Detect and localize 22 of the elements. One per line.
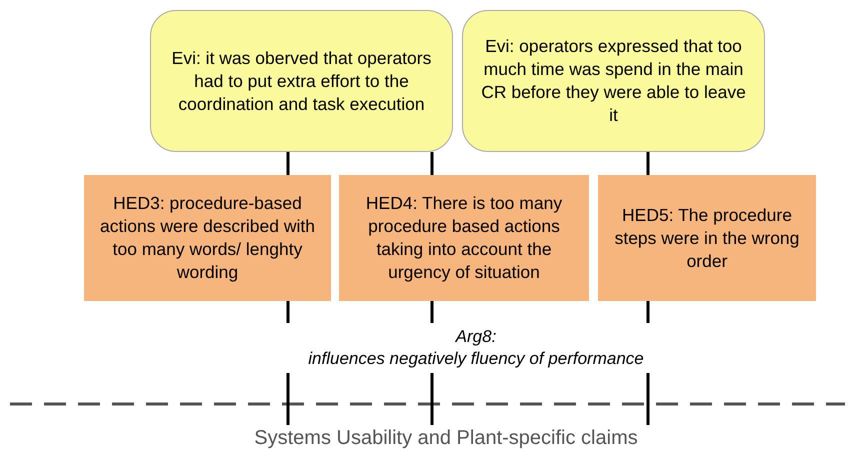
connector-line	[430, 373, 434, 425]
connector-line	[646, 301, 650, 323]
hed-box	[339, 175, 589, 301]
connector-line	[286, 152, 290, 175]
connector-line	[646, 373, 650, 425]
connector-line	[286, 373, 290, 425]
box-text: HED5: The procedure steps were in the wrong order	[614, 204, 800, 272]
argument-title: Arg8:	[456, 326, 496, 348]
evidence-box	[462, 10, 765, 152]
box-text: HED3: procedure-based actions were described with too many words/ lenghty wording	[99, 192, 316, 284]
hed-box	[598, 175, 816, 301]
connector-line	[286, 301, 290, 323]
hed-box	[84, 175, 331, 301]
box-text: Evi: it was oberved that operators had to put extra effort to the coordination and task execution	[170, 46, 432, 116]
box-text: HED4: There is too many procedure based actions taking into account the urgency of situation	[364, 192, 564, 284]
box-text: Evi: operators expressed that too much time was spend in the main CR before they were able to leave it	[480, 35, 747, 127]
evidence-box	[150, 10, 453, 152]
connector-line	[430, 301, 434, 323]
argument-text: influences negatively fluency of performance	[308, 348, 644, 370]
connector-line	[646, 152, 650, 175]
claims-text: Systems Usability and Plant-specific claims	[254, 426, 638, 450]
connector-line	[430, 152, 434, 175]
